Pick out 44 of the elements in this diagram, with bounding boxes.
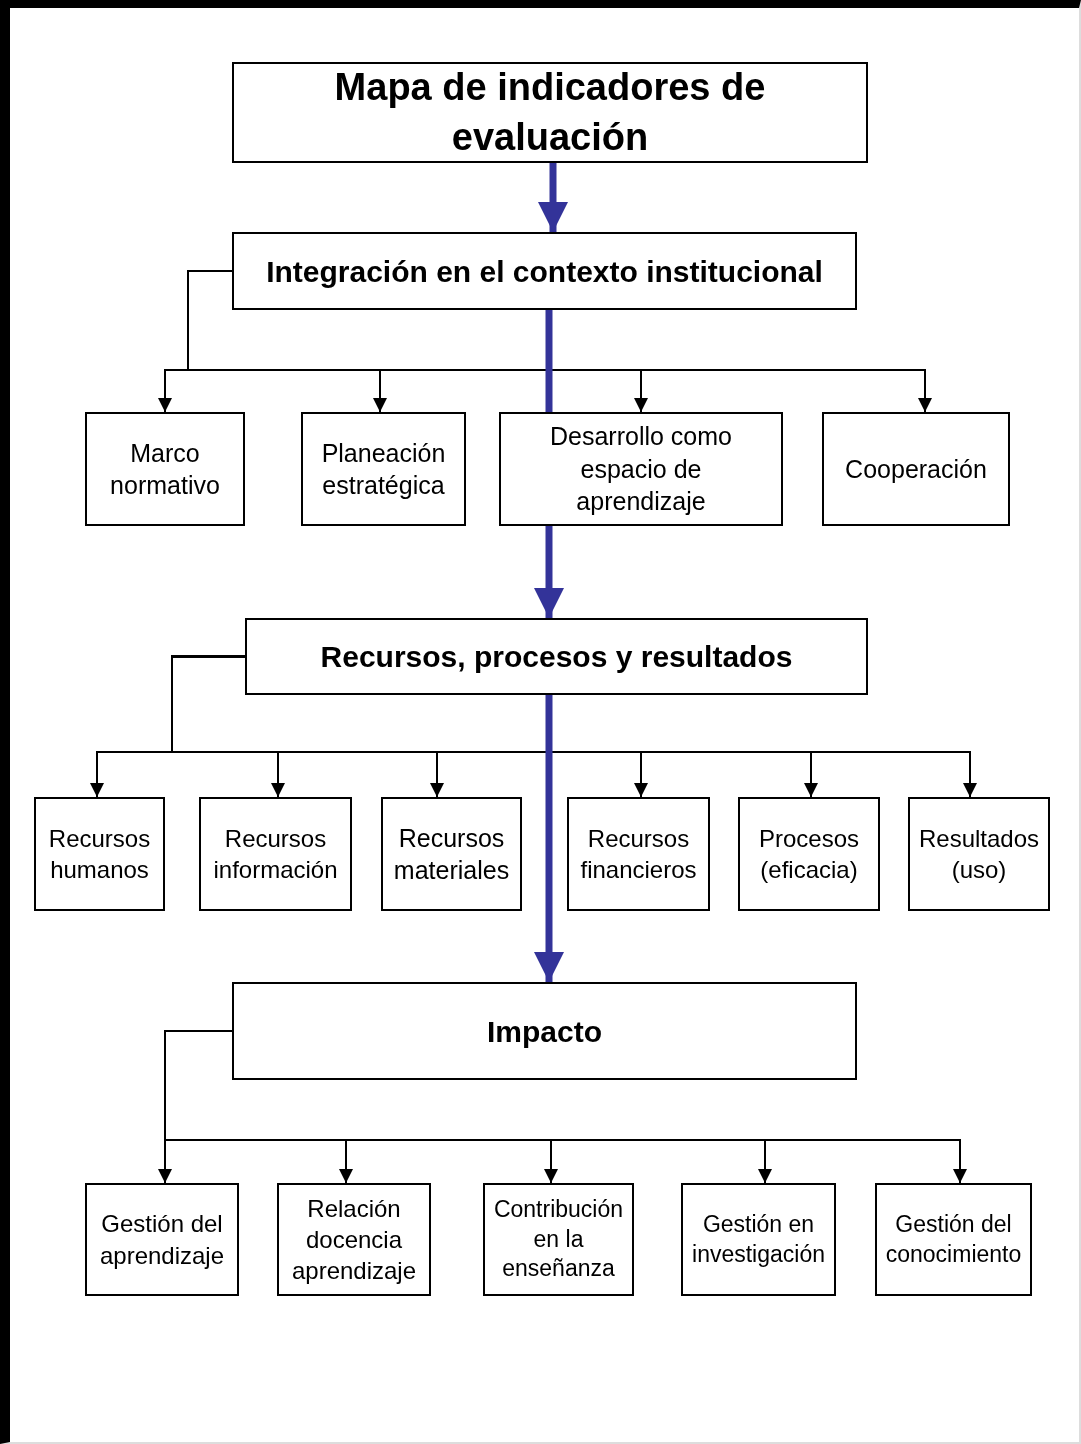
box-label: Gestión del aprendizaje [98, 1209, 226, 1271]
indicator-box [301, 412, 466, 526]
box-label: Relación docencia aprendizaje [290, 1193, 418, 1287]
box-label: Recursos materiales [392, 822, 511, 886]
heading-text: Recursos, procesos y resultados [320, 639, 793, 675]
indicator-box [483, 1183, 634, 1296]
connector-arrow [164, 1030, 967, 1184]
indicator-box [822, 412, 1010, 526]
indicator-box [381, 797, 522, 911]
box-label: Procesos (eficacia) [757, 823, 860, 885]
connector-arrow [171, 655, 977, 798]
box-label: Gestión en investigación [691, 1209, 826, 1269]
heading-text: Mapa de indicadores de evaluación [333, 65, 767, 160]
indicator-box [681, 1183, 836, 1296]
thick-arrow [534, 526, 564, 618]
heading-box [232, 982, 857, 1080]
heading-box [232, 232, 857, 310]
indicator-box [908, 797, 1050, 911]
indicator-box [738, 797, 880, 911]
indicator-box [85, 1183, 239, 1296]
box-label: Marco normativo [109, 437, 221, 501]
box-label: Cooperación [845, 453, 987, 485]
box-label: Gestión del conocimiento [884, 1209, 1023, 1269]
thick-arrow [534, 695, 564, 982]
box-label: Desarrollo como espacio de aprendizaje [549, 421, 733, 518]
thick-arrow [538, 163, 568, 232]
heading-box [245, 618, 868, 695]
box-label: Recursos humanos [47, 823, 152, 885]
heading-text: Impacto [487, 1013, 602, 1050]
heading-text: Integración en el contexto institucional [266, 253, 823, 290]
indicator-box [85, 412, 245, 526]
indicator-box [199, 797, 352, 911]
box-label: Resultados (uso) [917, 823, 1041, 885]
indicator-box [499, 412, 783, 526]
box-label: Recursos financieros [579, 823, 698, 885]
indicator-box [277, 1183, 431, 1296]
connector-arrow [187, 270, 932, 413]
indicator-box [567, 797, 710, 911]
box-label: Recursos información [212, 823, 339, 885]
box-label: Planeación estratégica [320, 437, 447, 501]
indicator-box [34, 797, 165, 911]
box-label: Contribución en la enseñanza [492, 1194, 625, 1284]
indicator-box [875, 1183, 1032, 1296]
heading-box [232, 62, 868, 163]
